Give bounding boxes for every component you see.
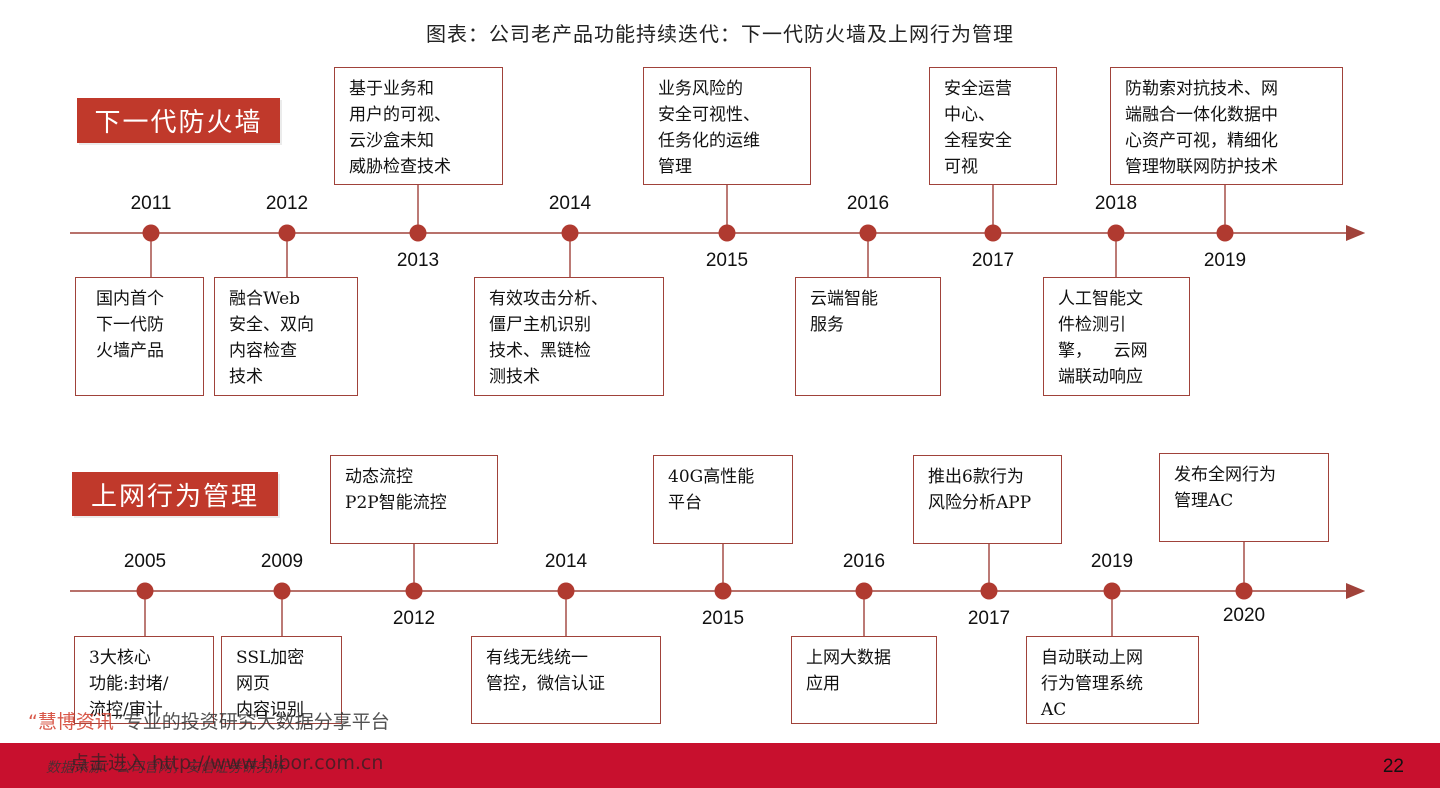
behavior-dot-2015 — [714, 582, 732, 600]
firewall-year-2013: 2013 — [396, 250, 440, 271]
watermark-brand: 慧博资讯 — [37, 711, 114, 733]
behavior-section-label: 上网行为管理 — [72, 472, 278, 516]
firewall-section-label: 下一代防火墙 — [77, 98, 280, 143]
behavior-year-2016: 2016 — [842, 551, 886, 572]
firewall-dot-2019 — [1216, 224, 1234, 242]
footer-bar — [0, 743, 1440, 788]
behavior-dot-2020 — [1235, 582, 1253, 600]
firewall-milestone-2011: 国内首个 下一代防 火墙产品 — [75, 277, 204, 396]
firewall-milestone-2016: 云端智能 服务 — [795, 277, 941, 396]
behavior-milestone-2019: 自动联动上网 行为管理系统 AC — [1026, 636, 1199, 724]
source-note: 数据来源：公司官网，安信证券研究所 — [46, 760, 284, 776]
behavior-milestone-2009: SSL加密 网页 内容识别 — [221, 636, 342, 724]
behavior-year-2009: 2009 — [260, 551, 304, 572]
behavior-milestone-2012: 动态流控 P2P智能流控 — [330, 455, 498, 544]
firewall-milestone-2019: 防勒索对抗技术、网 端融合一体化数据中 心资产可视，精细化 管理物联网防护技术 — [1110, 67, 1343, 185]
firewall-dot-2012 — [278, 224, 296, 242]
page-number: 22 — [1382, 756, 1404, 777]
firewall-year-2011: 2011 — [130, 193, 172, 214]
firewall-dot-2017 — [984, 224, 1002, 242]
behavior-dot-2019 — [1103, 582, 1121, 600]
watermark-slogan-text: 专业的投资研究大数据分享平台 — [123, 711, 390, 733]
behavior-year-2015: 2015 — [701, 608, 745, 629]
watermark-slogan: “慧博资讯”专业的投资研究大数据分享平台 — [28, 707, 390, 734]
behavior-year-2020: 2020 — [1222, 605, 1266, 626]
firewall-year-2015: 2015 — [705, 250, 749, 271]
behavior-milestone-2015: 40G高性能 平台 — [653, 455, 793, 544]
firewall-milestone-2013: 基于业务和 用户的可视、 云沙盒未知 威胁检查技术 — [334, 67, 503, 185]
page-title: 图表：公司老产品功能持续迭代：下一代防火墙及上网行为管理 — [426, 22, 1014, 46]
behavior-year-2017: 2017 — [967, 608, 1011, 629]
firewall-year-2012: 2012 — [265, 193, 309, 214]
firewall-dot-2016 — [859, 224, 877, 242]
behavior-dot-2012 — [405, 582, 423, 600]
firewall-dot-2018 — [1107, 224, 1125, 242]
firewall-year-2017: 2017 — [971, 250, 1015, 271]
firewall-milestone-2015: 业务风险的 安全可视性、 任务化的运维 管理 — [643, 67, 811, 185]
behavior-year-2014: 2014 — [544, 551, 588, 572]
behavior-milestone-2005: 3大核心 功能:封堵/ 流控/审计 — [74, 636, 214, 724]
firewall-dot-2011 — [142, 224, 160, 242]
behavior-milestone-2020: 发布全网行为 管理AC — [1159, 453, 1329, 542]
firewall-dot-2013 — [409, 224, 427, 242]
behavior-milestone-2017: 推出6款行为 风险分析APP — [913, 455, 1062, 544]
behavior-dot-2014 — [557, 582, 575, 600]
behavior-year-2012: 2012 — [392, 608, 436, 629]
firewall-milestone-2018: 人工智能文 件检测引 擎， 云网 端联动响应 — [1043, 277, 1190, 396]
behavior-dot-2017 — [980, 582, 998, 600]
firewall-milestone-2014: 有效攻击分析、 僵尸主机识别 技术、黑链检 测技术 — [474, 277, 664, 396]
firewall-milestone-2012: 融合Web 安全、双向 内容检查 技术 — [214, 277, 358, 396]
behavior-year-2005: 2005 — [123, 551, 167, 572]
firewall-milestone-2017: 安全运营 中心、 全程安全 可视 — [929, 67, 1057, 185]
behavior-year-2019: 2019 — [1090, 551, 1134, 572]
watermark-quote: “ — [28, 711, 38, 733]
behavior-milestone-2016: 上网大数据 应用 — [791, 636, 937, 724]
behavior-dot-2009 — [273, 582, 291, 600]
firewall-dot-2015 — [718, 224, 736, 242]
firewall-year-2014: 2014 — [548, 193, 592, 214]
watermark-link[interactable]: 点击进入 http://www.hibor.com.cn — [70, 752, 384, 774]
behavior-milestone-2014: 有线无线统一 管控，微信认证 — [471, 636, 661, 724]
firewall-dot-2014 — [561, 224, 579, 242]
behavior-dot-2005 — [136, 582, 154, 600]
firewall-year-2019: 2019 — [1203, 250, 1247, 271]
firewall-year-2016: 2016 — [846, 193, 890, 214]
watermark-separator: ” — [113, 711, 124, 733]
firewall-year-2018: 2018 — [1094, 193, 1138, 214]
behavior-dot-2016 — [855, 582, 873, 600]
